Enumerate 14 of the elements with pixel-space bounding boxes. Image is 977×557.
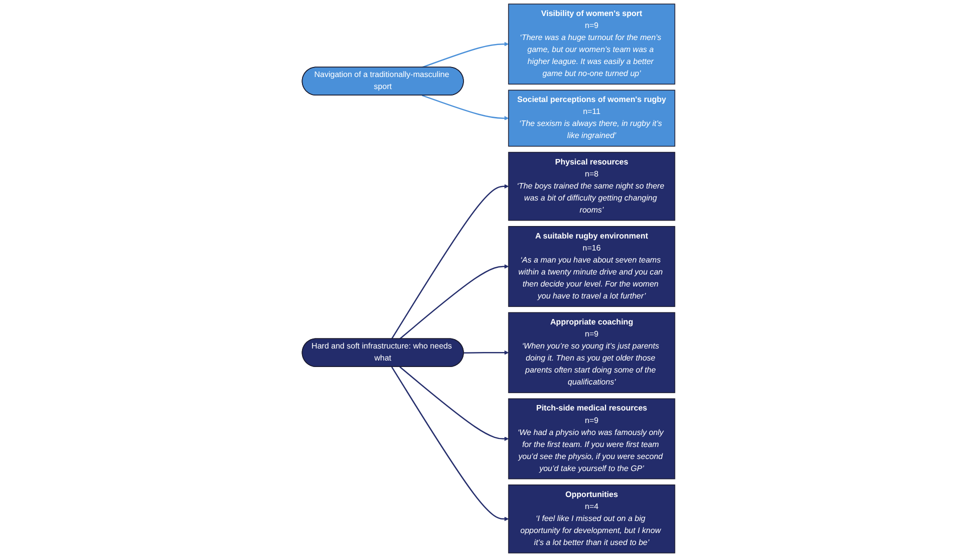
node-box: Societal perceptions of women's rugby n=11 ‘The sexism is always there, in rugby it’s like ingrained’	[508, 90, 676, 147]
arrow	[391, 184, 509, 340]
node-box: Pitch-side medical resources n=9 ‘We had a physio who was famously only for the first team. If you were first team you’d see the physio, if you were second you’d take yourself to the GP’	[508, 398, 676, 480]
arrow	[391, 366, 509, 522]
arrow	[422, 42, 509, 68]
arrow	[399, 366, 509, 441]
node-box: Appropriate coaching n=9 ‘When you’re so young it’s just parents doing it. Then as you get older those parents often start doing some of the qualifications'	[508, 312, 676, 394]
arrow	[464, 350, 509, 355]
node-box: Visibility of women's sport n=9 ‘There was a huge turnout for the men’s game, but our women’s team was a higher league. It was easily a better game but no-one turned up’	[508, 4, 676, 85]
arrow	[422, 94, 509, 120]
node-box: A suitable rugby environment n=16 ‘As a man you have about seven teams within a twenty minute drive and you can then decide your level. For the women you have to travel a lot further’	[508, 226, 676, 307]
node-box: Physical resources n=8 ‘The boys trained the same night so there was a bit of difficulty getting changing rooms’	[508, 152, 676, 221]
arrow	[399, 264, 509, 340]
node-box: Opportunities n=4 ‘I feel like I missed out on a big opportunity for development, but I know it’s a lot better than it used to be’	[508, 484, 676, 554]
